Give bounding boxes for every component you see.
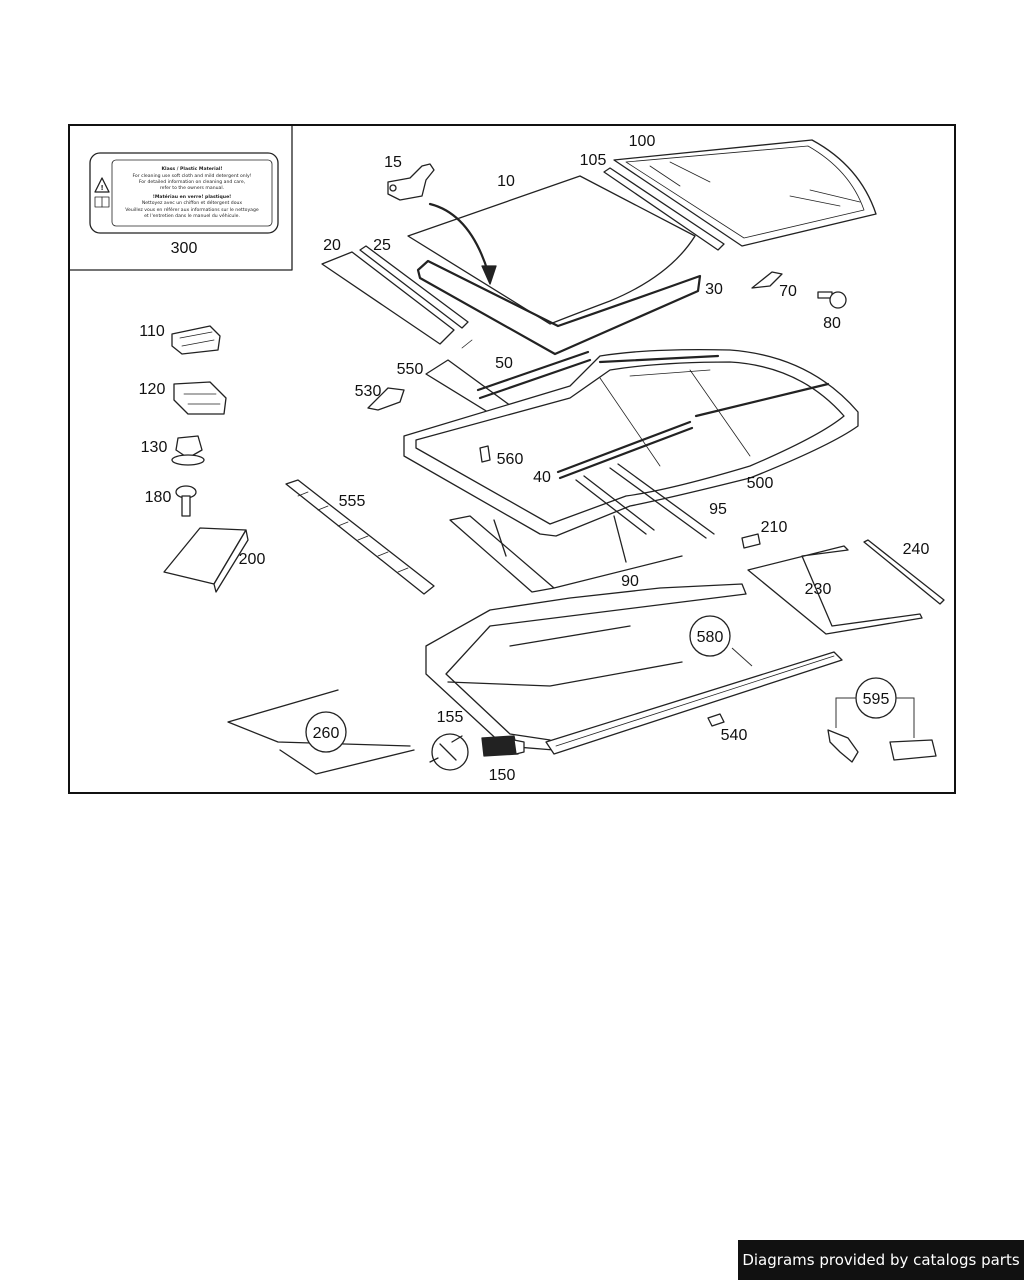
- label-300: 300: [171, 240, 198, 257]
- wrench-icon: [431, 733, 469, 771]
- label-540: 540: [721, 727, 748, 744]
- sticker-line-4: refer to the owners manual.: [160, 185, 224, 191]
- label-30: 30: [705, 281, 723, 298]
- part-25-strip: 25: [359, 237, 469, 329]
- part-180-screw: 180: [145, 485, 197, 517]
- label-500: 500: [747, 475, 774, 492]
- label-90: 90: [621, 573, 639, 590]
- part-200-pad: 200: [163, 527, 266, 593]
- label-95: 95: [709, 501, 727, 518]
- label-80: 80: [823, 315, 841, 332]
- warning-triangle-icon: [94, 177, 110, 193]
- part-595-brackets: 595: [827, 677, 937, 763]
- label-580: 580: [697, 629, 724, 646]
- label-240: 240: [903, 541, 930, 558]
- part-580-mechanism: 580: [425, 583, 843, 755]
- svg-text:!: !: [101, 184, 104, 192]
- label-70: 70: [779, 283, 797, 300]
- label-20: 20: [323, 237, 341, 254]
- part-95-guides: 95: [575, 463, 727, 539]
- part-500-frame: 500: [403, 348, 859, 537]
- part-105-strip: 105: [580, 152, 725, 251]
- label-230: 230: [805, 581, 832, 598]
- part-260-seal: 260: [227, 689, 415, 775]
- part-50-rail: 50: [476, 350, 592, 400]
- part-10-roof-panel: 10: [407, 173, 696, 325]
- label-260: 260: [313, 725, 340, 742]
- label-10: 10: [497, 173, 515, 190]
- sticker-line-1: Klass / Plastic Material!: [161, 166, 222, 172]
- part-155-tool: 155: [429, 709, 469, 771]
- label-180: 180: [145, 489, 172, 506]
- label-130: 130: [141, 439, 168, 456]
- part-110-bracket: 110: [139, 323, 221, 355]
- callout-580: [689, 615, 731, 657]
- label-15: 15: [384, 154, 402, 171]
- part-15-bracket: 15: [384, 154, 435, 201]
- label-155: 155: [437, 709, 464, 726]
- label-inset: ! Klass / Plastic Material! For cleaning…: [70, 126, 293, 271]
- part-560-clip: 560: [479, 445, 524, 468]
- callout-260: [305, 711, 347, 753]
- label-200: 200: [239, 551, 266, 568]
- part-555-spoiler: 555: [285, 479, 435, 595]
- label-595: 595: [863, 691, 890, 708]
- label-50: 50: [495, 355, 513, 372]
- sticker-line-5: !Matériau en verre! plastique!: [153, 193, 232, 200]
- label-25: 25: [373, 237, 391, 254]
- label-120: 120: [139, 381, 166, 398]
- label-560: 560: [497, 451, 524, 468]
- label-555: 555: [339, 493, 366, 510]
- part-210-clip: 210: [741, 519, 788, 549]
- part-120-bracket: 120: [139, 381, 227, 415]
- label-40: 40: [533, 469, 551, 486]
- label-550: 550: [397, 361, 424, 378]
- sticker-line-6: Nettoyez avec un chiffon et détergent do…: [142, 199, 243, 206]
- part-40-crossbar: 40: [533, 420, 694, 486]
- label-100: 100: [629, 133, 656, 150]
- part-100-glass-panel: 100: [613, 133, 877, 247]
- part-20-panel: 20: [321, 237, 455, 345]
- parts-diagram: ! Klass / Plastic Material! For cleaning…: [68, 124, 956, 794]
- part-30-seal: 30: [416, 259, 723, 356]
- part-70-clip: 70: [751, 271, 797, 300]
- sticker-line-8: et l'entretien dans le manuel du véhicul…: [144, 212, 240, 219]
- label-530: 530: [355, 383, 382, 400]
- footer-credit: Diagrams provided by catalogs parts: [738, 1240, 1024, 1280]
- label-150: 150: [489, 767, 516, 784]
- part-240-strip: 240: [863, 539, 945, 605]
- part-150-motor: 150: [481, 735, 525, 784]
- label-210: 210: [761, 519, 788, 536]
- label-105: 105: [580, 152, 607, 169]
- label-110: 110: [139, 323, 165, 340]
- part-530-deflector: 530: [355, 383, 405, 411]
- part-80-bolt: 80: [817, 291, 847, 332]
- part-90-sunshade: 90: [449, 515, 683, 593]
- part-230-panel: 230: [747, 545, 923, 635]
- part-540-clip: 540: [707, 713, 748, 744]
- warning-sticker: [89, 152, 279, 234]
- sticker-line-3: For detailed information on cleaning and…: [139, 179, 246, 185]
- exploded-view: ! Klass / Plastic Material! For cleaning…: [70, 126, 945, 784]
- sticker-line-2: For cleaning use soft cloth and mild det…: [132, 173, 251, 179]
- part-130-nut: 130: [141, 435, 205, 466]
- sticker-line-7: Veuillez vous en référer aux information…: [125, 206, 259, 213]
